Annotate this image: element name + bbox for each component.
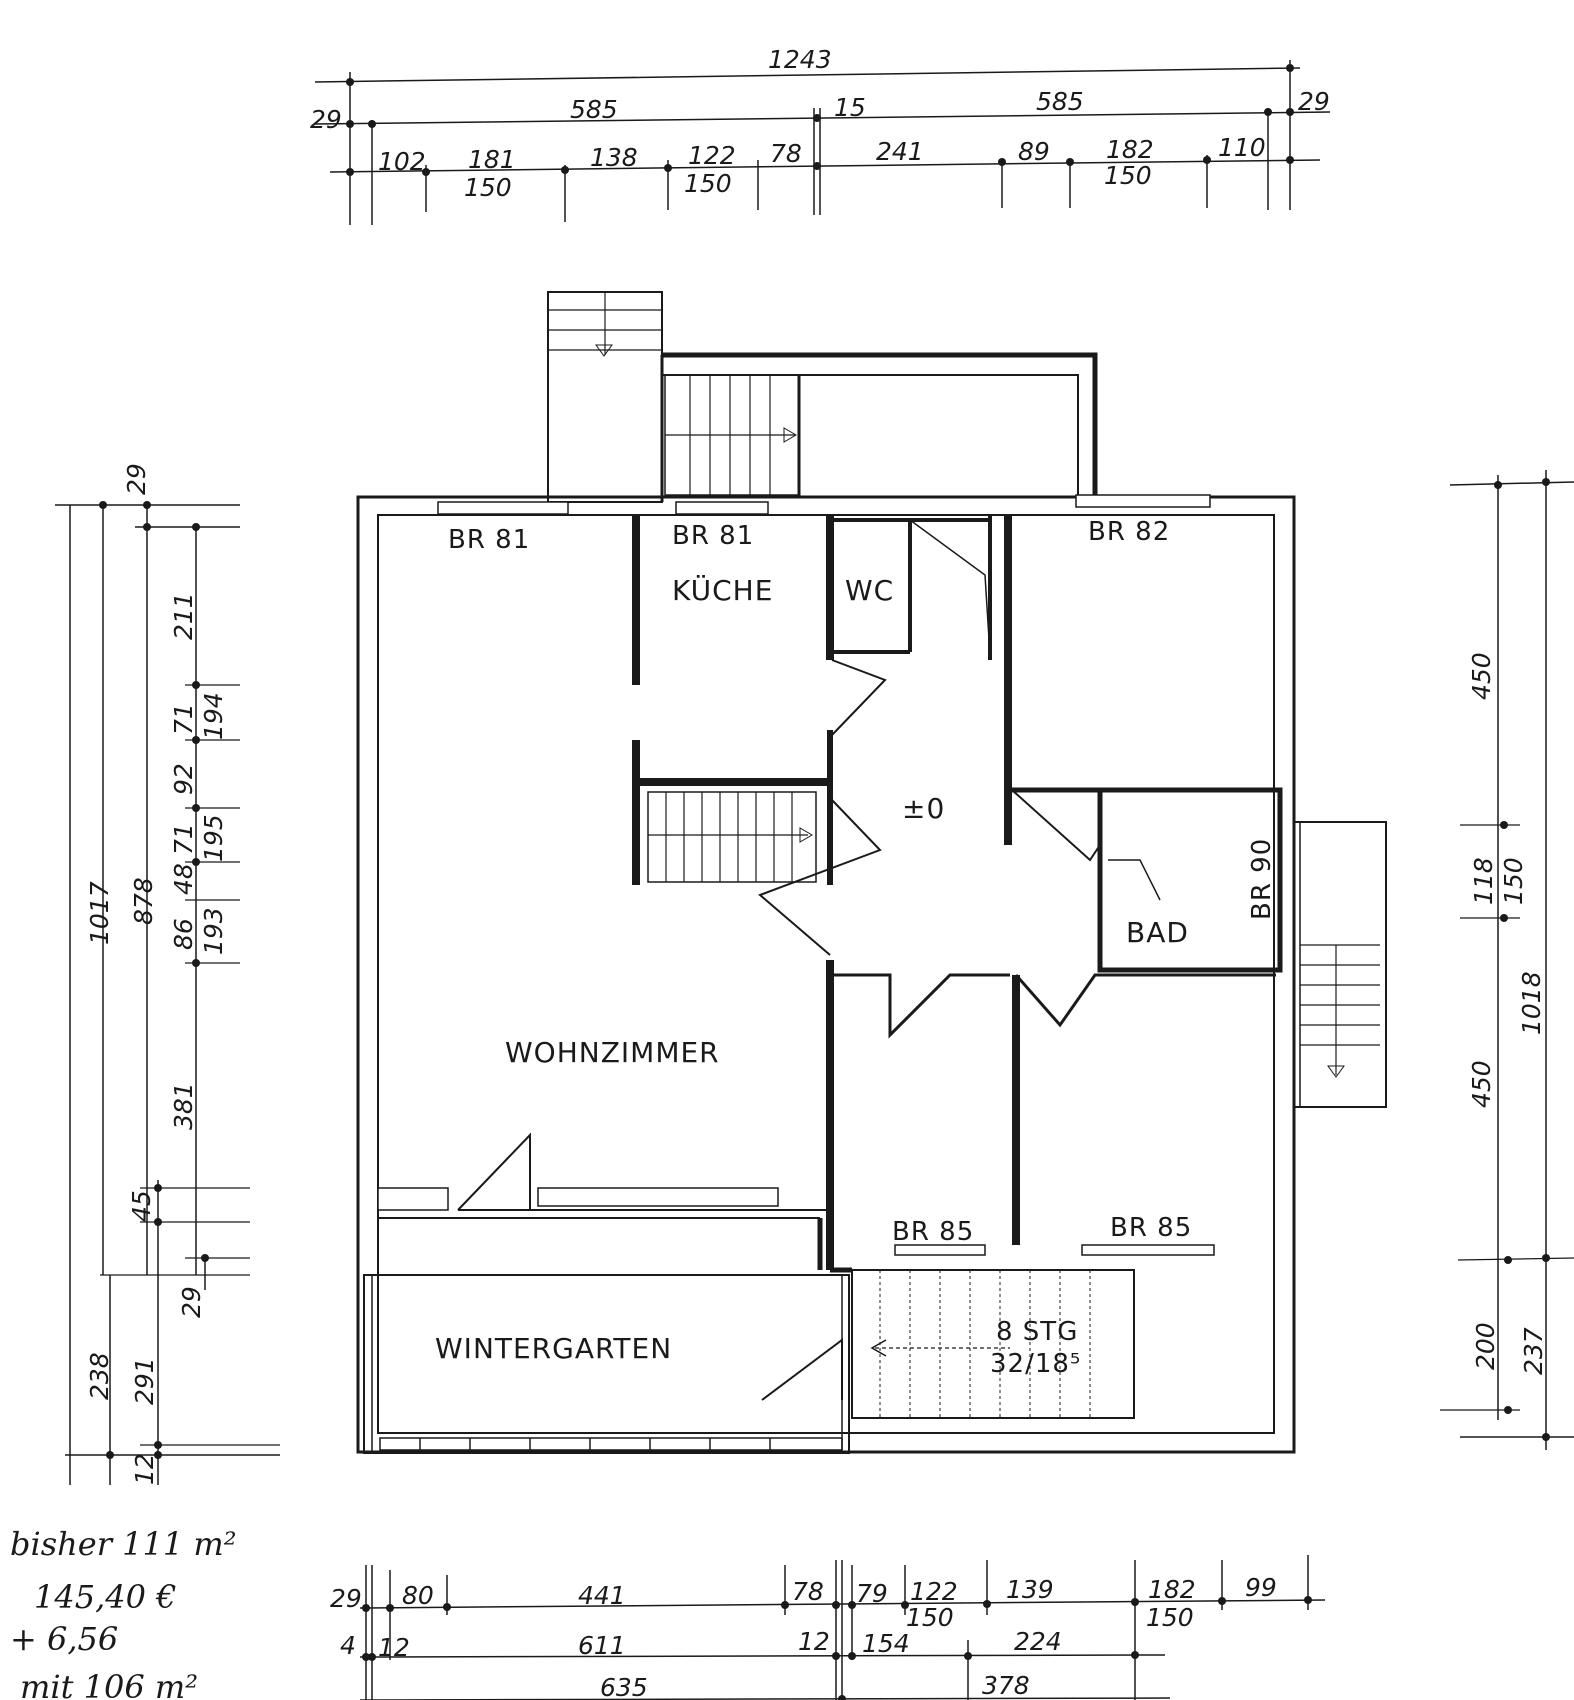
dim-bottom-139: 139 xyxy=(1006,1575,1054,1604)
left-dimension-chain: 29 1017 878 211 71 194 92 71 195 48 86 1… xyxy=(55,463,280,1485)
dim-left-overall: 1017 xyxy=(85,881,114,945)
dim-bottom-150b: 150 xyxy=(1146,1603,1194,1632)
dim-top-overall: 1243 xyxy=(768,45,832,74)
dim-left-194: 194 xyxy=(199,692,228,740)
dim-bottom-378: 378 xyxy=(982,1671,1030,1700)
dim-right-450a: 450 xyxy=(1467,652,1496,700)
dim-bottom-78: 78 xyxy=(792,1577,824,1606)
dim-left-211: 211 xyxy=(169,592,198,640)
dim-left-12: 12 xyxy=(130,1453,159,1485)
dim-top-right-half: 585 xyxy=(1036,87,1084,116)
level-label: ±0 xyxy=(902,792,945,825)
dim-top-seg3: 138 xyxy=(590,143,638,172)
room-label-wintergarten: WINTERGARTEN xyxy=(435,1332,672,1365)
top-dimension-chain: 1243 29 585 15 585 29 102 181 150 138 12… xyxy=(310,45,1331,225)
room-label-wc: WC xyxy=(845,574,894,607)
dim-left-29b: 29 xyxy=(177,1286,206,1318)
dim-bottom-99: 99 xyxy=(1245,1573,1277,1602)
dim-left-291: 291 xyxy=(130,1357,159,1405)
dim-top-seg8: 182 xyxy=(1106,135,1154,164)
dim-top-seg2b: 150 xyxy=(464,173,512,202)
dim-top-left-wall: 29 xyxy=(310,105,342,134)
dim-top-mid: 15 xyxy=(834,93,866,122)
dim-right-1018: 1018 xyxy=(1517,971,1546,1035)
note-line-1: bisher 111 m² xyxy=(10,1525,237,1563)
room-label-wohnzimmer: WOHNZIMMER xyxy=(505,1036,720,1069)
dim-bottom-611: 611 xyxy=(578,1631,626,1660)
building-walls xyxy=(356,291,1387,1454)
dim-top-left-half: 585 xyxy=(570,95,618,124)
dim-top-seg1: 102 xyxy=(378,147,426,176)
window-label-br81-living: BR 81 xyxy=(448,525,530,555)
dim-bottom-29: 29 xyxy=(330,1584,362,1613)
room-label-bad: BAD xyxy=(1126,916,1189,949)
bottom-dimension-chain: 29 80 441 78 79 122 150 139 182 150 99 4… xyxy=(330,1555,1326,1700)
dim-left-top-wall: 29 xyxy=(122,463,151,495)
dim-left-195: 195 xyxy=(199,814,228,862)
dim-left-45: 45 xyxy=(127,1190,156,1222)
dim-bottom-12b: 12 xyxy=(798,1627,830,1656)
dim-bottom-79: 79 xyxy=(856,1579,888,1608)
dim-right-450b: 450 xyxy=(1467,1060,1496,1108)
note-line-3: + 6,56 xyxy=(10,1620,118,1658)
room-labels: BR 81 BR 81 BR 82 KÜCHE WC ±0 BAD BR 90 … xyxy=(435,517,1277,1379)
dim-bottom-635: 635 xyxy=(600,1673,648,1700)
dim-bottom-150a: 150 xyxy=(906,1603,954,1632)
dim-bottom-12a: 12 xyxy=(378,1633,410,1662)
right-dimension-chain: 450 118 150 1018 450 200 237 xyxy=(1440,470,1574,1450)
note-line-2: 145,40 € xyxy=(34,1578,177,1616)
dim-top-seg4: 122 xyxy=(688,141,736,170)
dim-bottom-441: 441 xyxy=(578,1581,626,1610)
dim-right-200: 200 xyxy=(1471,1322,1500,1370)
dim-right-237: 237 xyxy=(1519,1327,1548,1375)
dim-bottom-154: 154 xyxy=(862,1629,910,1658)
window-label-br85-right: BR 85 xyxy=(1110,1213,1192,1243)
dim-top-seg5: 78 xyxy=(770,139,802,168)
dim-top-right-wall: 29 xyxy=(1298,87,1330,116)
dim-top-seg6: 241 xyxy=(876,137,924,166)
dim-left-71a: 71 xyxy=(169,703,198,735)
dim-bottom-122: 122 xyxy=(910,1577,958,1606)
dim-bottom-182: 182 xyxy=(1148,1575,1196,1604)
dim-left-48: 48 xyxy=(169,863,198,895)
dim-top-seg9: 110 xyxy=(1218,133,1266,162)
dim-left-main: 878 xyxy=(129,877,158,925)
dim-top-seg2: 181 xyxy=(468,145,516,174)
dim-right-150: 150 xyxy=(1499,857,1528,905)
stair-count-label: 8 STG xyxy=(996,1317,1078,1347)
window-label-br90: BR 90 xyxy=(1247,838,1277,920)
stair-ratio-label: 32/18⁵ xyxy=(990,1349,1081,1379)
dim-bottom-4: 4 xyxy=(340,1631,356,1660)
dim-top-seg4b: 150 xyxy=(684,169,732,198)
dim-left-71b: 71 xyxy=(169,823,198,855)
dim-left-381: 381 xyxy=(169,1082,198,1130)
dim-right-118: 118 xyxy=(1469,857,1498,905)
dim-top-seg8b: 150 xyxy=(1104,161,1152,190)
dim-bottom-80: 80 xyxy=(402,1581,434,1610)
area-notes: bisher 111 m² 145,40 € + 6,56 mit 106 m² xyxy=(10,1525,237,1700)
room-label-kueche: KÜCHE xyxy=(672,573,773,607)
dim-left-238: 238 xyxy=(85,1352,114,1400)
dim-left-86: 86 xyxy=(169,918,198,950)
dim-left-193: 193 xyxy=(199,907,228,955)
dim-bottom-224: 224 xyxy=(1014,1627,1062,1656)
note-line-4: mit 106 m² xyxy=(20,1668,198,1700)
window-label-br82: BR 82 xyxy=(1088,517,1170,547)
window-label-br81-kitchen: BR 81 xyxy=(672,521,754,551)
dim-left-92: 92 xyxy=(169,763,198,795)
dim-top-seg7: 89 xyxy=(1018,137,1050,166)
window-label-br85-left: BR 85 xyxy=(892,1217,974,1247)
